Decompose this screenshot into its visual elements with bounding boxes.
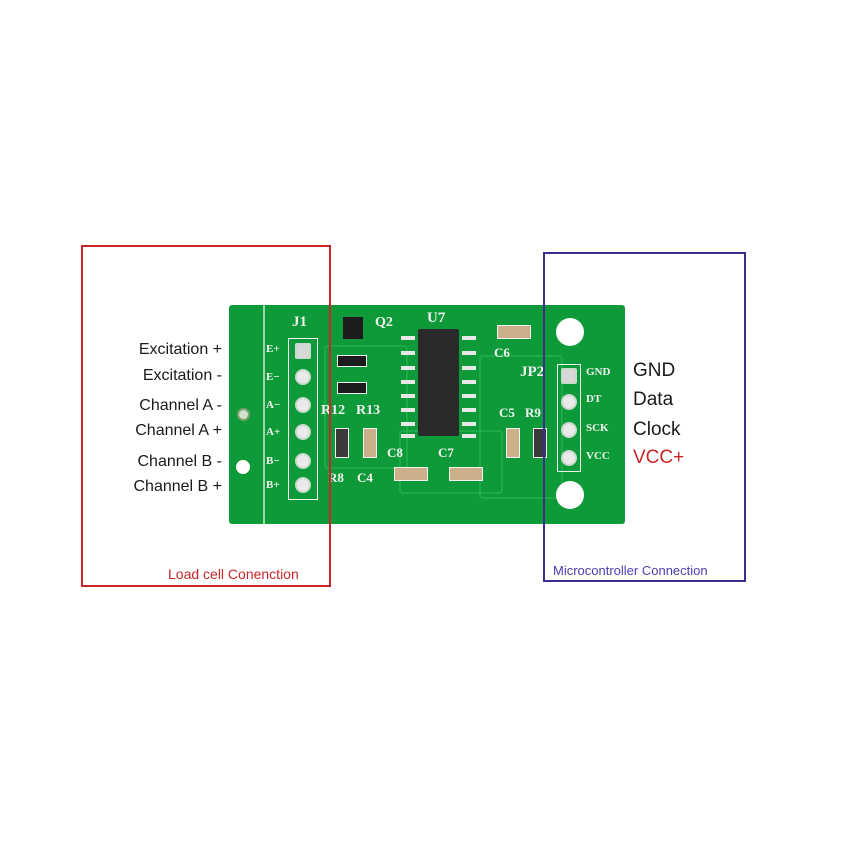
label-excitation-minus: Excitation - bbox=[142, 367, 222, 384]
jp2-label: JP2 bbox=[520, 364, 545, 380]
label-vcc: VCC+ bbox=[633, 447, 685, 468]
c6-label: C6 bbox=[494, 345, 510, 360]
jp2-pin-label: VCC bbox=[586, 450, 610, 462]
ic-pin bbox=[401, 366, 415, 370]
jp2-pin-pad bbox=[561, 394, 577, 410]
c6-capacitor bbox=[497, 325, 531, 339]
jp2-pin-label: DT bbox=[586, 393, 602, 405]
j1-pin-label: E+ bbox=[266, 343, 280, 355]
label-excitation-plus: Excitation + bbox=[138, 341, 222, 358]
label-data: Data bbox=[633, 389, 674, 410]
r13-capacitor bbox=[363, 428, 377, 458]
label-channel-b-minus: Channel B - bbox=[137, 453, 223, 470]
ic-pin bbox=[462, 336, 476, 340]
label-channel-b-plus: Channel B + bbox=[133, 478, 222, 495]
q2-transistor bbox=[343, 317, 363, 339]
j1-pin-label: E− bbox=[266, 371, 280, 383]
j1-header-frame bbox=[288, 338, 318, 500]
ic-pin bbox=[462, 351, 476, 355]
c7-capacitor bbox=[449, 467, 483, 481]
trace bbox=[324, 345, 408, 469]
label-clock: Clock bbox=[633, 419, 681, 440]
j1-pin-label: B+ bbox=[266, 479, 280, 491]
resistor bbox=[337, 355, 367, 367]
jp2-header-frame bbox=[557, 364, 581, 472]
c7-label: C7 bbox=[438, 445, 454, 460]
mounting-hole bbox=[556, 318, 584, 346]
ic-pin bbox=[401, 380, 415, 384]
label-channel-a-minus: Channel A - bbox=[139, 397, 222, 414]
j1-pin-pad bbox=[295, 397, 311, 413]
c8-capacitor bbox=[394, 467, 428, 481]
c8-label: C8 bbox=[387, 445, 403, 460]
q2-label: Q2 bbox=[375, 315, 393, 330]
mounting-hole bbox=[556, 481, 584, 509]
ic-pin bbox=[462, 434, 476, 438]
board-edge-line bbox=[263, 305, 265, 524]
r12-resistor bbox=[335, 428, 349, 458]
ic-pin bbox=[462, 380, 476, 384]
ic-pin bbox=[462, 408, 476, 412]
j1-pin-pad bbox=[295, 453, 311, 469]
ic-pin bbox=[401, 434, 415, 438]
c5-capacitor bbox=[506, 428, 520, 458]
jp2-pin-pad bbox=[561, 450, 577, 466]
jp2-pin-label: GND bbox=[586, 366, 611, 378]
j1-pin-pad bbox=[295, 477, 311, 493]
u7-label: U7 bbox=[427, 310, 446, 326]
load-cell-caption: Load cell Conenction bbox=[168, 566, 299, 582]
jp2-pin-label: SCK bbox=[586, 422, 609, 434]
via-hole bbox=[237, 408, 250, 421]
c5-label: C5 bbox=[499, 405, 515, 420]
label-channel-a-plus: Channel A + bbox=[135, 422, 222, 439]
u7-ic-chip bbox=[418, 329, 459, 436]
mounting-hole bbox=[236, 460, 250, 474]
ic-pin bbox=[401, 422, 415, 426]
label-gnd: GND bbox=[633, 360, 676, 381]
resistor bbox=[337, 382, 367, 394]
microcontroller-connection-box bbox=[543, 252, 746, 582]
r9-label: R9 bbox=[525, 405, 541, 420]
r8-label: R8 bbox=[328, 470, 344, 485]
j1-pin-pad bbox=[295, 424, 311, 440]
jp2-pin-pad bbox=[561, 368, 577, 384]
r12-label: R12 bbox=[321, 403, 346, 418]
j1-pin-label: A− bbox=[266, 399, 281, 411]
ic-pin bbox=[401, 408, 415, 412]
jp2-pin-pad bbox=[561, 422, 577, 438]
microcontroller-caption: Microcontroller Connection bbox=[553, 563, 708, 578]
ic-pin bbox=[401, 351, 415, 355]
j1-pin-pad bbox=[295, 369, 311, 385]
j1-pin-label: A+ bbox=[266, 426, 281, 438]
ic-pin bbox=[462, 394, 476, 398]
load-cell-connection-box bbox=[81, 245, 331, 587]
r13-label: R13 bbox=[356, 403, 381, 418]
ic-pin bbox=[462, 422, 476, 426]
ic-pin bbox=[401, 394, 415, 398]
ic-pin bbox=[462, 366, 476, 370]
c4-label: C4 bbox=[357, 470, 373, 485]
j1-pin-label: B− bbox=[266, 455, 280, 467]
j1-pin-pad bbox=[295, 343, 311, 359]
j1-label: J1 bbox=[292, 314, 307, 330]
ic-pin bbox=[401, 336, 415, 340]
